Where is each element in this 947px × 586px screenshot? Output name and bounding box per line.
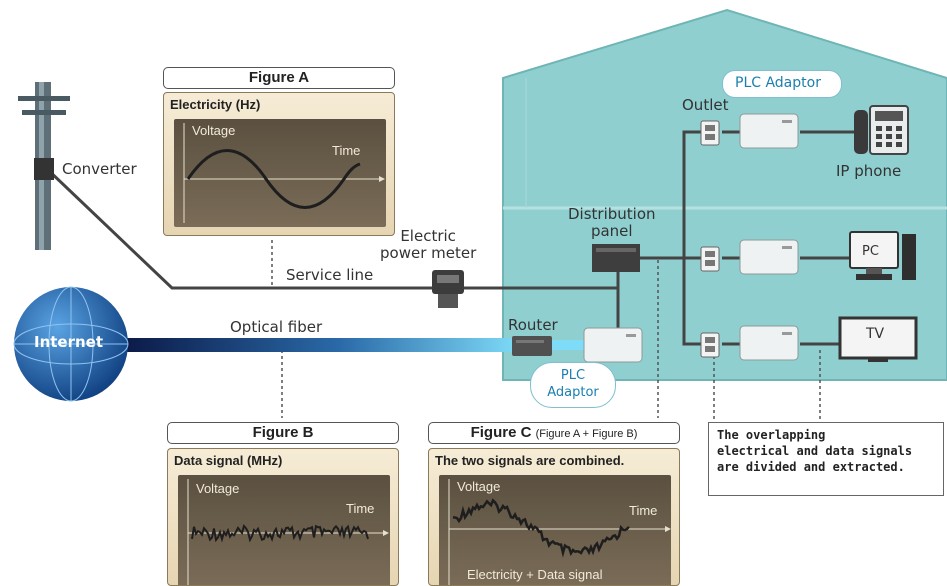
- utility-pole-icon: [18, 82, 70, 250]
- pc-icon: [849, 231, 916, 280]
- figure-a-heading: Electricity (Hz): [170, 97, 261, 112]
- plc-adaptor-bottom-label: PLC Adaptor: [547, 368, 599, 400]
- outlet-icon-2: [700, 246, 720, 272]
- plc-adaptor-top-label: PLC Adaptor: [735, 75, 821, 91]
- figure-c-subtitle: (Figure A + Figure B): [535, 428, 638, 440]
- distribution-panel-label: Distribution panel: [568, 205, 656, 240]
- figure-a-waveform: [183, 123, 385, 223]
- pc-label: PC: [862, 244, 879, 259]
- outlet-icon-3: [700, 332, 720, 358]
- figure-b-heading: Data signal (MHz): [174, 453, 283, 468]
- plc-adaptor-icon-router: [583, 327, 643, 363]
- internet-globe-icon: [13, 286, 129, 402]
- figure-b-panel: Data signal (MHz) Voltage Time: [167, 448, 399, 586]
- figure-b-y-label: Voltage: [196, 481, 240, 496]
- plc-adaptor-icon-2: [739, 239, 799, 275]
- figure-b-x-label: Time: [346, 501, 375, 516]
- figure-b-title-text: Figure B: [252, 424, 314, 441]
- router-icon: [512, 336, 552, 356]
- figure-b-title: Figure B: [167, 422, 399, 444]
- figure-a-plot: Voltage Time: [174, 119, 386, 227]
- tv-icon: [838, 316, 918, 362]
- electric-meter-label: Electric power meter: [380, 227, 477, 262]
- figure-b-waveform: [187, 479, 389, 585]
- power-meter-icon: [432, 270, 464, 308]
- figure-c-plot: Voltage Time Electricity + Data signal: [439, 475, 671, 585]
- distribution-panel-icon: [592, 244, 640, 272]
- router-label: Router: [508, 316, 558, 334]
- service-line-label: Service line: [286, 266, 374, 284]
- figure-c-panel: The two signals are combined. Voltage Ti…: [428, 448, 680, 586]
- plc-adaptor-icon-3: [739, 325, 799, 361]
- converter-label: Converter: [62, 160, 137, 178]
- internet-label: Internet: [34, 333, 104, 351]
- ip-phone-icon: [854, 105, 909, 155]
- figure-a-y-label: Voltage: [192, 123, 236, 138]
- figure-a-x-label: Time: [332, 143, 361, 158]
- figure-c-x-label: Time: [629, 503, 658, 518]
- figure-c-y-label: Voltage: [457, 479, 501, 494]
- figure-b-plot: Voltage Time: [178, 475, 390, 585]
- figure-c-title-text: Figure C: [470, 424, 532, 441]
- figure-a-panel: Electricity (Hz) Voltage Time: [163, 92, 395, 236]
- tv-label: TV: [866, 326, 885, 342]
- figure-a-title: Figure A: [163, 67, 395, 89]
- outlet-icon-1: [700, 120, 720, 146]
- plc-adaptor-icon-1: [739, 113, 799, 149]
- figure-c-title: Figure C (Figure A + Figure B): [428, 422, 680, 444]
- plc-adaptor-callout-bottom: PLC Adaptor: [530, 362, 616, 408]
- optical-fiber-label: Optical fiber: [230, 318, 323, 336]
- figure-c-heading: The two signals are combined.: [435, 453, 625, 468]
- figure-c-caption: Electricity + Data signal: [467, 567, 603, 582]
- figure-a-title-text: Figure A: [248, 69, 310, 86]
- figure-c-waveform: [448, 479, 671, 585]
- outlet-label: Outlet: [682, 96, 729, 114]
- ip-phone-label: IP phone: [836, 162, 902, 180]
- plc-adaptor-callout-top: PLC Adaptor: [722, 70, 842, 98]
- signal-extraction-note: The overlapping electrical and data sign…: [708, 422, 944, 496]
